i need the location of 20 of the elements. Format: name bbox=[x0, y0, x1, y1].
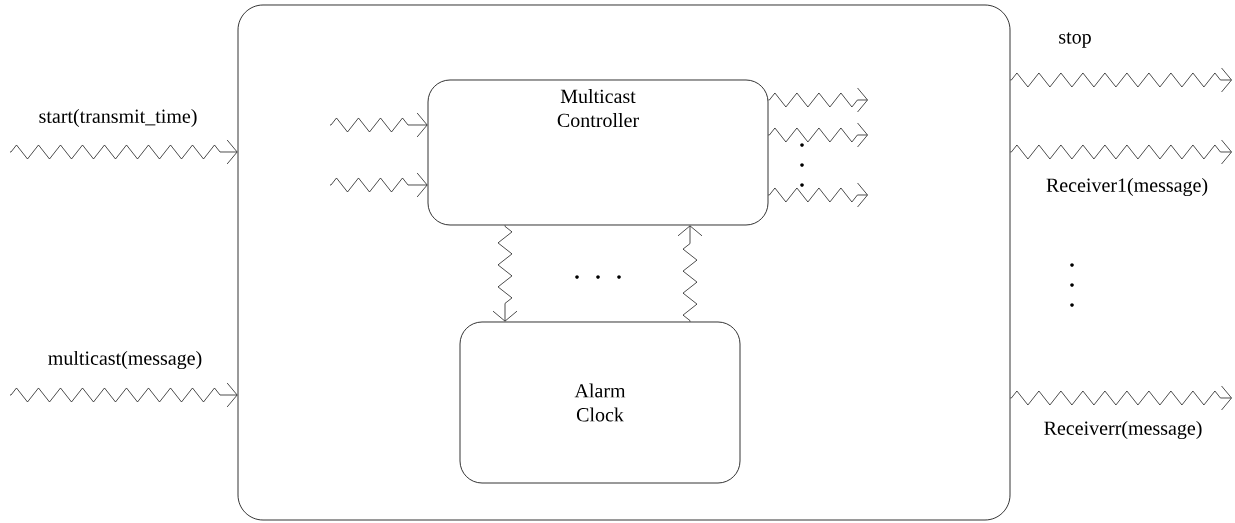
edge-label: start(transmit_time) bbox=[37, 107, 199, 129]
zigzag-arrow bbox=[329, 172, 428, 198]
zigzag-arrow bbox=[329, 112, 428, 138]
process-box: Alarm Clock bbox=[459, 321, 741, 484]
edge-label: Receiverr(message) bbox=[1042, 419, 1204, 441]
zigzag-arrow bbox=[768, 87, 868, 113]
system-box bbox=[237, 4, 1011, 521]
edge-label: Receiver1(message) bbox=[1044, 176, 1210, 198]
zigzag-arrow bbox=[1010, 385, 1232, 411]
zigzag-arrow bbox=[677, 225, 703, 322]
edge-label: stop bbox=[1057, 31, 1093, 49]
zigzag-arrow bbox=[9, 382, 238, 408]
zigzag-arrow bbox=[1010, 139, 1232, 165]
zigzag-arrow bbox=[768, 122, 868, 148]
zigzag-arrow bbox=[9, 139, 238, 165]
zigzag-arrow bbox=[492, 225, 518, 322]
edge-label: multicast(message) bbox=[46, 349, 204, 371]
zigzag-arrow bbox=[1010, 67, 1232, 93]
zigzag-arrow bbox=[768, 182, 868, 208]
process-box: Multicast Controller bbox=[427, 79, 769, 226]
